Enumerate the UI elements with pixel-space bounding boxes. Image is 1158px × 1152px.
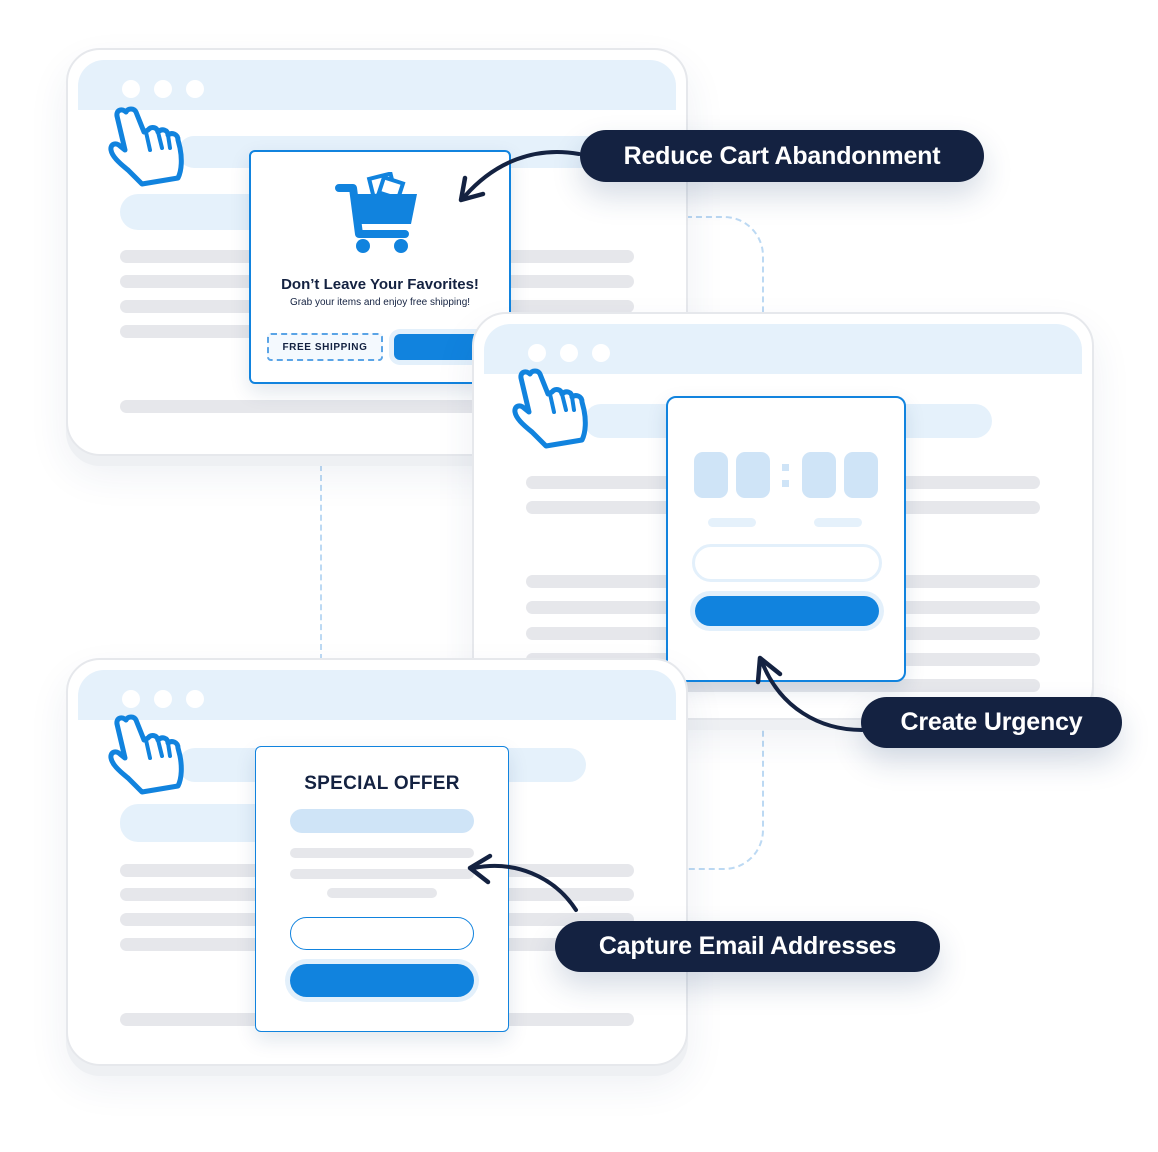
coupon-label: FREE SHIPPING: [282, 341, 368, 353]
curved-arrow-icon: [755, 655, 864, 732]
timer-label: [708, 518, 756, 527]
window-dot: [186, 80, 204, 98]
pointer-hand-icon: [108, 714, 184, 795]
text-line: [327, 888, 437, 898]
offer-headline-placeholder: [290, 809, 474, 833]
curved-arrow-icon: [467, 853, 578, 912]
window-dot: [186, 690, 204, 708]
callout-capture-email: Capture Email Addresses: [555, 921, 940, 972]
popup-title: SPECIAL OFFER: [304, 773, 460, 794]
text-line: [290, 848, 474, 858]
window-titlebar: [78, 60, 676, 110]
shopping-cart-icon: [335, 172, 417, 253]
special-offer-popup: SPECIAL OFFER: [255, 746, 509, 1032]
timer-digit: [802, 452, 836, 498]
window-dot: [154, 80, 172, 98]
cart-popup: Don’t Leave Your Favorites! Grab your it…: [249, 150, 514, 384]
window-dot: [560, 344, 578, 362]
timer-digit: [694, 452, 728, 498]
window-dot: [122, 80, 140, 98]
window-dot: [528, 344, 546, 362]
timer-separator: [782, 480, 789, 487]
curved-arrow-icon: [458, 149, 581, 203]
window-dot: [154, 690, 172, 708]
window-dot: [122, 690, 140, 708]
callout-create-urgency: Create Urgency: [861, 697, 1122, 748]
dashed-connector-bottom: [686, 728, 764, 870]
free-shipping-coupon[interactable]: FREE SHIPPING: [267, 333, 383, 361]
popup-title: Don’t Leave Your Favorites!: [281, 276, 479, 293]
dashed-connector-top: [686, 216, 764, 318]
callout-reduce-cart-abandonment: Reduce Cart Abandonment: [580, 130, 984, 182]
timer-separator: [782, 464, 789, 471]
window-titlebar: [484, 324, 1082, 374]
pointer-hand-icon: [512, 368, 588, 449]
submit-button[interactable]: [290, 964, 474, 997]
text-line: [290, 869, 474, 879]
window-titlebar: [78, 670, 676, 720]
timer-digit: [736, 452, 770, 498]
email-input[interactable]: [692, 544, 882, 582]
email-input[interactable]: [290, 917, 474, 950]
popup-subtitle: Grab your items and enjoy free shipping!: [289, 297, 471, 308]
submit-button[interactable]: [695, 596, 879, 626]
window-dot: [592, 344, 610, 362]
timer-label: [814, 518, 862, 527]
dashed-connector-left: [320, 465, 322, 660]
urgency-popup: [666, 396, 906, 682]
timer-digit: [844, 452, 878, 498]
pointer-hand-icon: [108, 106, 184, 187]
